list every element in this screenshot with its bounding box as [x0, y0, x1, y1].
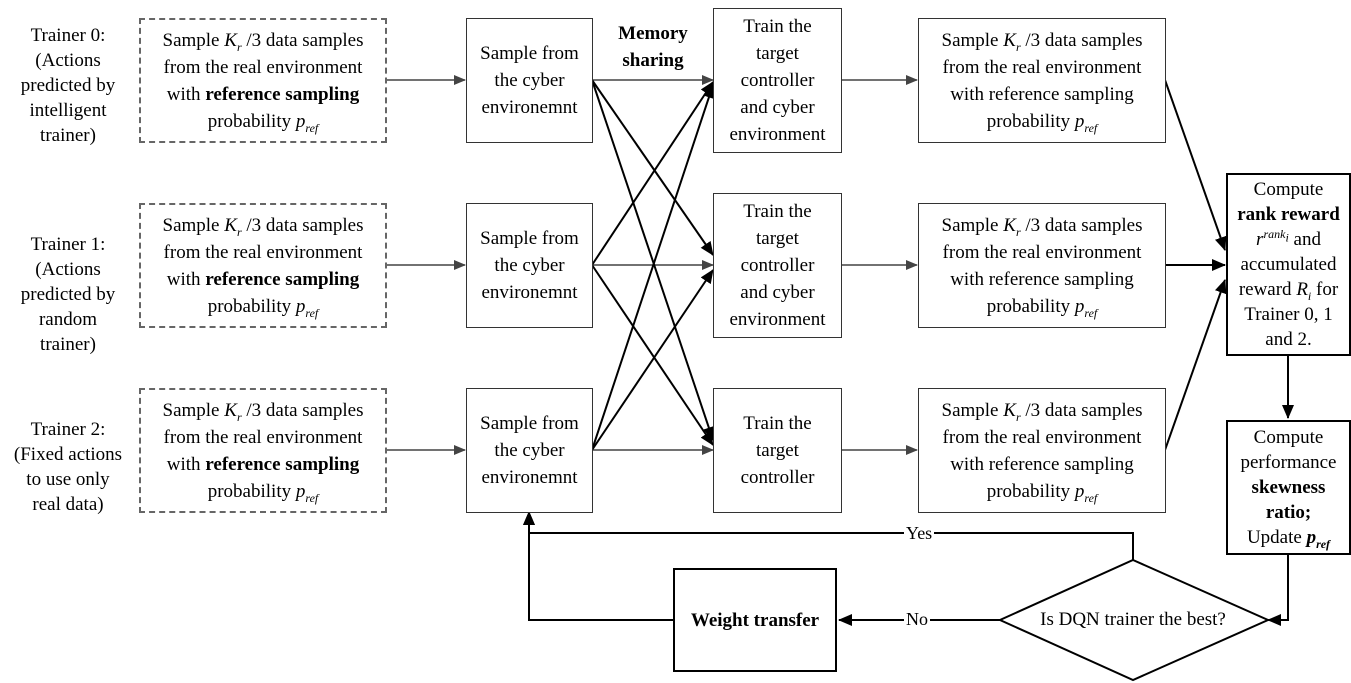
no-label: No	[904, 609, 930, 629]
arrow-cyber2-train1	[591, 269, 714, 451]
decision-diamond	[997, 558, 1271, 682]
arrow-skew-decision	[1267, 554, 1289, 626]
arrow-weight-cyber	[523, 511, 673, 621]
arrow-cyber0-train2	[591, 79, 715, 441]
real-sample-right-box-0: Sample Kr /3 data samples from the real …	[918, 18, 1166, 143]
real-sample-right-box-1: Sample Kr /3 data samples from the real …	[918, 203, 1166, 328]
yes-label: Yes	[904, 523, 935, 543]
real-sample-box-2: Sample Kr /3 data samples from the real …	[139, 388, 387, 513]
real-sample-right-box-2: Sample Kr /3 data samples from the real …	[918, 388, 1166, 513]
rank-reward-box: Compute rank reward rranki and accumulat…	[1226, 173, 1351, 356]
arrow-decision-yes	[523, 511, 1134, 560]
arrow-cyber1-train2	[591, 264, 714, 446]
skewness-box: Compute performance skewness ratio; Upda…	[1226, 420, 1351, 555]
decision-text: Is DQN trainer the best?	[1040, 609, 1226, 630]
arrow-cyber1-train0	[591, 81, 714, 266]
real-sample-box-0: Sample Kr /3 data samples from the real …	[139, 18, 387, 143]
weight-transfer-box: Weight transfer	[673, 568, 837, 672]
arrow-cyber0-train1	[591, 79, 714, 256]
real-sample-box-1: Sample Kr /3 data samples from the real …	[139, 203, 387, 328]
arrow-cyber2-train0	[591, 84, 715, 451]
arrow-realr0-rank	[1164, 79, 1227, 251]
arrow-realr2-rank	[1164, 279, 1227, 451]
